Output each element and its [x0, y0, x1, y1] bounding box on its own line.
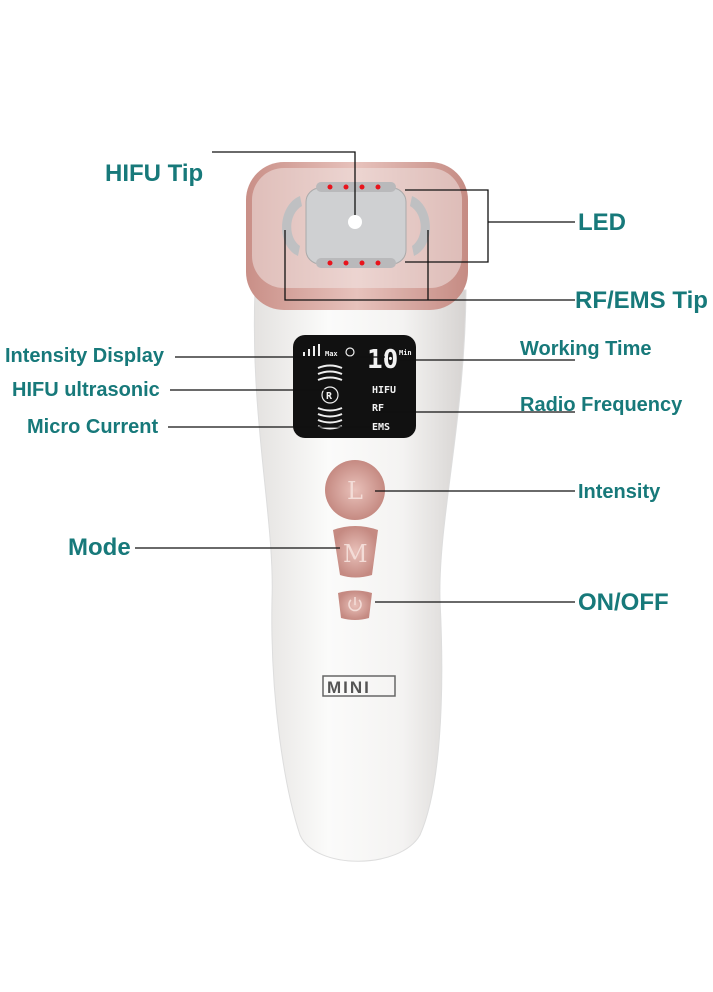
power-button[interactable] [338, 590, 372, 621]
label-hifu-ultrasonic: HIFU ultrasonic [12, 379, 160, 401]
hifu-tip-center [348, 215, 362, 229]
label-working-time: Working Time [520, 338, 652, 360]
rf-ems-electrode-right [410, 196, 430, 256]
ring-letter: R [326, 391, 333, 402]
label-micro-current: Micro Current [27, 416, 158, 438]
clock-icon [345, 347, 355, 357]
label-on-off: ON/OFF [578, 589, 669, 616]
mode-button[interactable] [333, 526, 378, 578]
intensity-bars-icon [303, 344, 320, 356]
label-rf-ems-tip: RF/EMS Tip [575, 287, 708, 314]
label-intensity-display: Intensity Display [5, 345, 165, 367]
label-mode: Mode [68, 534, 131, 561]
time-unit: Min [399, 349, 412, 357]
mode-rf: RF [372, 403, 384, 414]
mode-hifu: HIFU [372, 385, 396, 396]
label-intensity: Intensity [578, 481, 661, 503]
intensity-button[interactable] [325, 460, 385, 520]
power-icon [348, 597, 362, 612]
label-radio-frequency: Radio Frequency [520, 394, 683, 416]
leader-lines [135, 151, 575, 603]
max-label: Max [325, 350, 338, 358]
time-digits: 10 [367, 345, 398, 375]
intensity-button-label: L [347, 477, 363, 505]
mode-button-label: M [343, 540, 368, 568]
label-hifu-tip: HIFU Tip [105, 160, 203, 187]
brand-logo: MINI [327, 678, 371, 697]
label-led: LED [578, 209, 626, 236]
mode-ems: EMS [372, 422, 390, 433]
led-lights [327, 184, 381, 266]
logo-frame [322, 675, 396, 697]
rf-ems-electrode-left [282, 196, 302, 256]
